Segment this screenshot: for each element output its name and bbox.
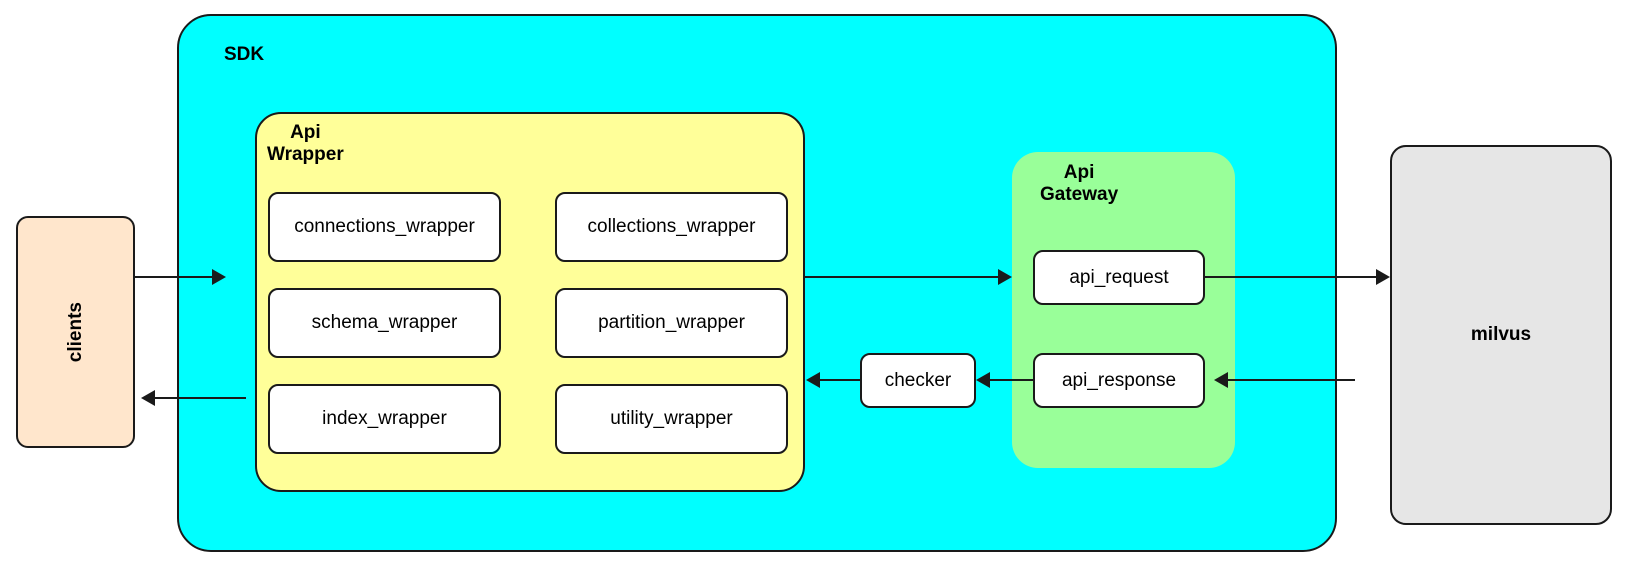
module-label: collections_wrapper [587,216,756,237]
clients-label: clients [64,301,86,363]
api-wrapper-title: Api Wrapper [267,122,344,165]
module-label: utility_wrapper [610,408,733,429]
node-api-request[interactable]: api_request [1033,250,1205,305]
module-index-wrapper[interactable]: index_wrapper [268,384,501,454]
connector-wrapper-to-gateway [805,276,1001,278]
clients-node[interactable]: clients [16,216,135,448]
module-partition-wrapper[interactable]: partition_wrapper [555,288,788,358]
node-label: api_response [1061,369,1177,391]
arrowhead-wrapper-to-gateway-icon [998,269,1012,285]
module-label: index_wrapper [322,408,447,429]
arrowhead-clients-to-sdk-icon [212,269,226,285]
connector-request-to-milvus [1205,276,1377,278]
node-label: api_request [1069,266,1169,288]
arrowhead-checker-to-wrapper-icon [806,372,820,388]
module-schema-wrapper[interactable]: schema_wrapper [268,288,501,358]
node-api-response[interactable]: api_response [1033,353,1205,408]
module-connections-wrapper[interactable]: connections_wrapper [268,192,501,262]
connector-clients-to-sdk [135,276,224,278]
module-label: connections_wrapper [294,216,475,237]
module-collections-wrapper[interactable]: collections_wrapper [555,192,788,262]
node-checker[interactable]: checker [860,353,976,408]
arrowhead-sdk-to-clients-icon [141,390,155,406]
api-gateway-container[interactable]: Api Gateway [1012,152,1235,468]
milvus-node[interactable]: milvus [1390,145,1612,525]
api-gateway-title: Api Gateway [1040,162,1119,205]
connector-checker-to-wrapper [818,379,862,381]
sdk-title: SDK [224,44,265,65]
checker-label: checker [884,369,952,391]
connector-response-to-checker [988,379,1034,381]
arrowhead-response-to-checker-icon [976,372,990,388]
connector-milvus-to-response [1218,379,1355,381]
connector-sdk-to-clients [152,397,246,399]
milvus-label: milvus [1470,324,1532,345]
module-label: schema_wrapper [311,312,458,333]
module-utility-wrapper[interactable]: utility_wrapper [555,384,788,454]
module-label: partition_wrapper [598,312,745,333]
arrowhead-request-to-milvus-icon [1376,269,1390,285]
arrowhead-milvus-to-response-icon [1214,372,1228,388]
